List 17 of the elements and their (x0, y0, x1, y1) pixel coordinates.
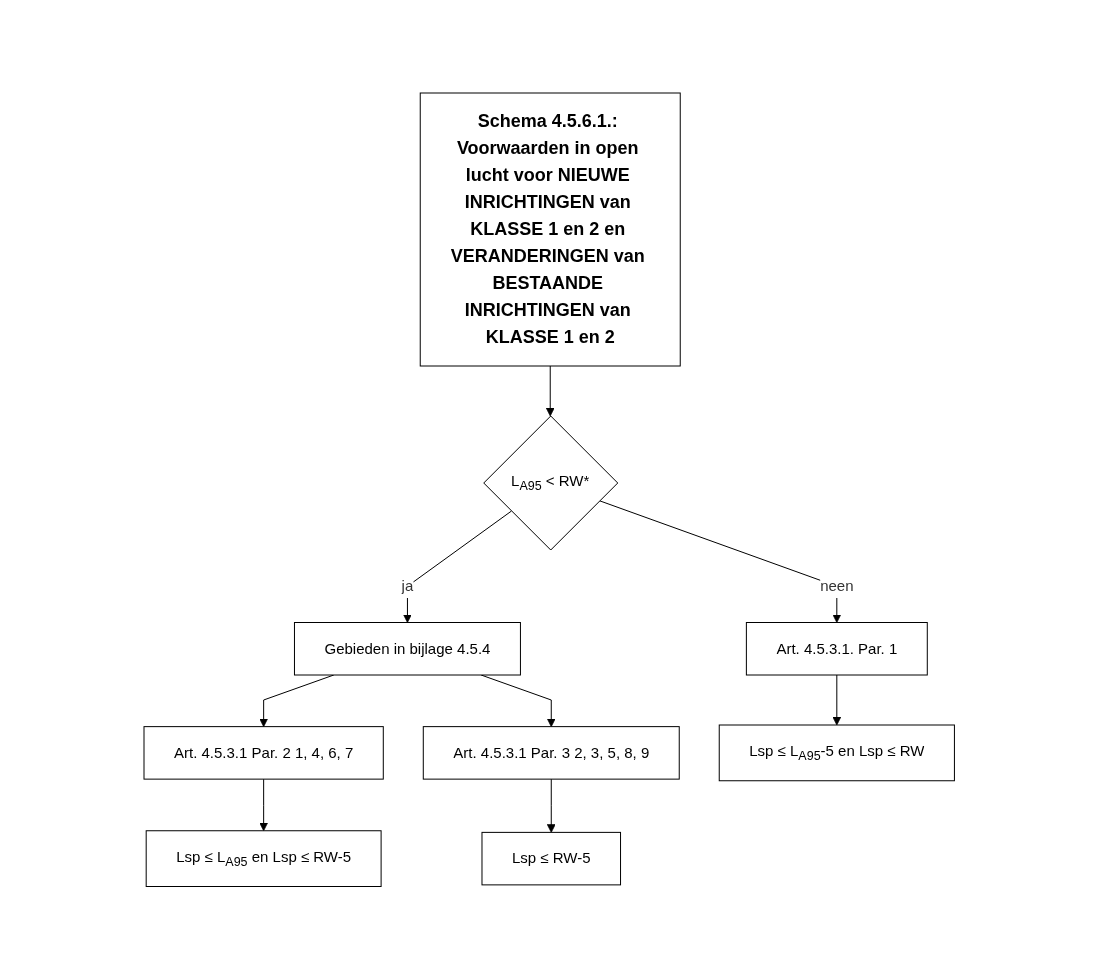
node-box: Lsp ≤ RW-5 (481, 831, 622, 886)
node-box: Art. 4.5.3.1 Par. 2 1, 4, 6, 7 (143, 725, 385, 780)
node-diamond: L$_{A95}$ < RW* (483, 415, 619, 551)
edge-label: neen (820, 576, 854, 594)
node-box: Schema 4.5.6.1.: Voorwaarden in open lucht voor NIEUWE INRICHTINGEN van KLASSE 1 en 2 en VERANDERINGEN van BESTAANDE INRICHTINGEN van KLASSE 1 en 2 (420, 92, 681, 367)
arrow (403, 510, 513, 623)
arrow (259, 778, 269, 831)
arrow (546, 365, 555, 417)
node-box: Art. 4.5.3.1. Par. 1 (746, 621, 929, 676)
arrow (547, 778, 556, 833)
arrow (599, 500, 842, 623)
node-box: Art. 4.5.3.1 Par. 3 2, 3, 5, 8, 9 (423, 725, 680, 780)
edge-label: ja (401, 576, 414, 594)
arrow (832, 674, 842, 726)
node-box: Lsp ≤ L$_{A95}$-5 en Lsp ≤ RW (719, 724, 956, 781)
node-box: Lsp ≤ L$_{A95}$ en Lsp ≤ RW-5 (145, 830, 382, 887)
node-box: Gebieden in bijlage 4.5.4 (294, 621, 522, 676)
